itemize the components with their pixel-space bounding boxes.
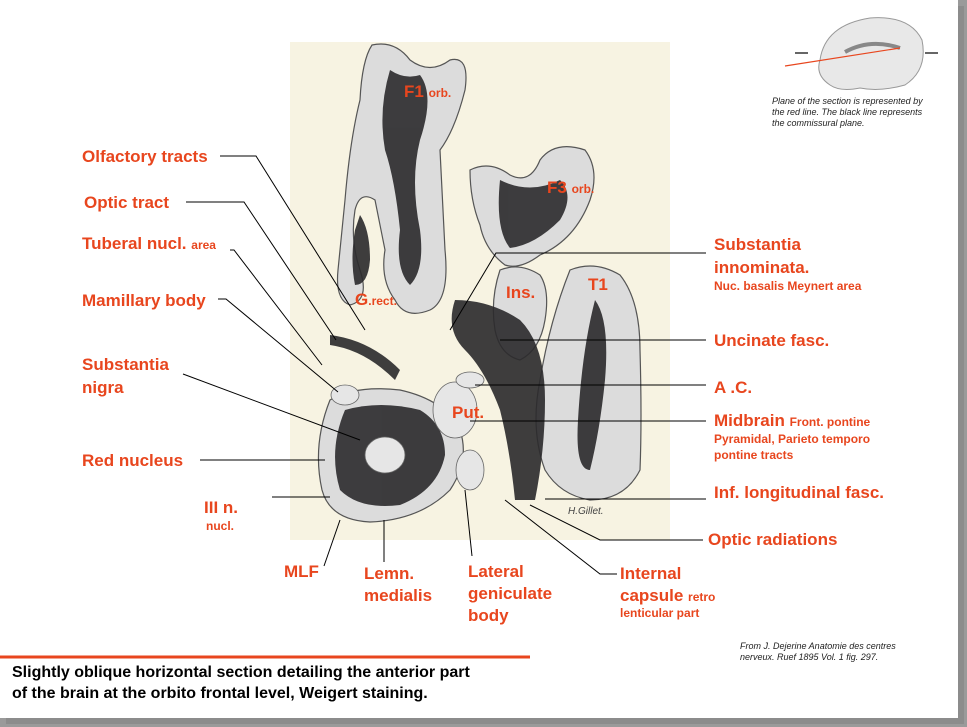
leader-internal-capsule <box>504 499 617 575</box>
label-optic-radiations: Optic radiations <box>708 530 838 549</box>
label-ic-2-main: capsule <box>620 586 684 605</box>
label-tuberal-main: Tuberal nucl. <box>82 234 187 253</box>
mamillary-shape <box>330 384 360 406</box>
label-si-2: innominata. <box>714 258 810 277</box>
label-midbrain-3: pontine tracts <box>714 448 794 462</box>
thumbnail-section-plane-line <box>784 47 901 67</box>
label-midbrain-main: Midbrain <box>714 411 785 430</box>
leader-substantia-innominata <box>449 252 706 331</box>
anterior-commissure-shape <box>455 371 485 389</box>
f1-white-matter <box>382 70 428 285</box>
label-midbrain: Midbrain Front. pontine <box>714 409 870 434</box>
plane-note-2: the red line. The black line represents <box>772 107 923 117</box>
label-ic-3: lenticular part <box>620 606 700 620</box>
label-nigra-1: Substantia <box>82 355 169 374</box>
red-nucleus-shape <box>364 436 406 474</box>
label-lgb-1: Lateral <box>468 562 524 581</box>
label-optic-tract: Optic tract <box>84 193 170 212</box>
leader-optic-radiations <box>529 504 703 541</box>
label-uncinate: Uncinate fasc. <box>714 331 830 350</box>
label-midbrain-2: Pyramidal, Parieto temporo <box>714 432 871 446</box>
source-note-1: From J. Dejerine Anatomie des centres <box>740 641 896 651</box>
label-lemn-2: medialis <box>364 586 433 605</box>
label-grect: G.rect. <box>355 288 397 313</box>
leader-mlf <box>323 519 341 567</box>
source-note-2: nerveux. Ruef 1895 Vol. 1 fig. 297. <box>740 652 879 662</box>
label-t1: T1 <box>588 275 608 294</box>
label-f3-sub: orb. <box>571 182 595 196</box>
leader-olfactory <box>220 155 366 331</box>
label-tuberal-small: area <box>191 238 216 252</box>
label-f1: F1 orb. <box>404 80 451 105</box>
caption-line-1: Slightly oblique horizontal section deta… <box>12 664 470 681</box>
leader-tuberal <box>230 249 323 366</box>
leader-lgb <box>464 489 473 557</box>
label-inf-long: Inf. longitudinal fasc. <box>714 483 884 502</box>
label-si-1: Substantia <box>714 235 801 254</box>
specimen-signature: H.Gillet. <box>568 506 604 517</box>
plane-note-3: the commissural plane. <box>772 118 865 128</box>
caption: Slightly oblique horizontal section deta… <box>12 662 470 704</box>
label-lemn-1: Lemn. <box>364 564 415 583</box>
label-tuberal: Tuberal nucl. area <box>82 232 216 257</box>
label-ic-2: capsule retro <box>620 584 715 609</box>
label-f1-main: F1 <box>404 82 424 101</box>
putamen-shape <box>432 381 478 439</box>
optic-tract-band <box>330 335 400 380</box>
label-third-n-sub: nucl. <box>206 519 235 533</box>
label-mlf: MLF <box>284 562 319 581</box>
label-ic-small: retro <box>688 590 716 604</box>
slide: Olfactory tracts Optic tract Tuberal nuc… <box>0 0 958 718</box>
label-f3-main: F3 <box>547 178 567 197</box>
orientation-thumbnail <box>784 17 938 90</box>
capsule-fibres <box>451 300 545 500</box>
label-mamillary: Mamillary body <box>82 291 206 310</box>
frontal-white-matter <box>352 215 370 285</box>
leader-nigra <box>182 373 361 441</box>
label-ic-1: Internal <box>620 564 682 583</box>
label-lgb-2: geniculate <box>468 584 553 603</box>
label-nigra-2: nigra <box>82 378 124 397</box>
label-f1-sub: orb. <box>428 86 452 100</box>
label-ac: A .C. <box>714 378 753 397</box>
lgb-shape <box>455 449 485 491</box>
plane-note-1: Plane of the section is represented by <box>772 96 923 106</box>
label-midbrain-small: Front. pontine <box>789 415 871 429</box>
label-ins: Ins. <box>506 283 536 302</box>
brain-section-illustration <box>0 17 938 659</box>
label-grect-sub: .rect. <box>368 294 397 308</box>
label-lgb-3: body <box>468 606 509 625</box>
label-red-nucleus: Red nucleus <box>82 451 184 470</box>
label-olfactory-tracts: Olfactory tracts <box>82 147 208 166</box>
caption-line-2: of the brain at the orbito frontal level… <box>12 685 428 702</box>
f3-white-matter <box>498 180 568 248</box>
thumbnail-brain-outline <box>818 17 924 90</box>
label-si-3: Nuc. basalis Meynert area <box>714 279 862 293</box>
label-f3: F3 orb. <box>547 176 594 201</box>
label-grect-main: G <box>355 290 369 309</box>
leader-mamillary <box>218 298 339 393</box>
label-third-n: III n. <box>204 498 238 517</box>
thumbnail-corpus-callosum <box>844 41 901 54</box>
label-put: Put. <box>452 403 485 422</box>
leader-optic-tract <box>186 201 337 341</box>
